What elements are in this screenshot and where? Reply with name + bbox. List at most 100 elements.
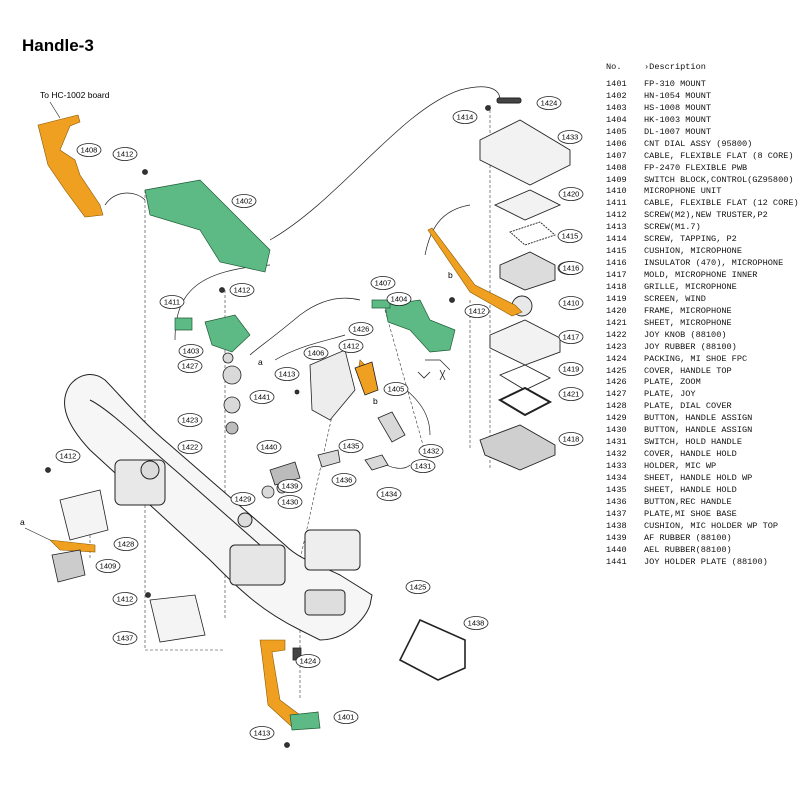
callout-1419: 1419: [558, 362, 584, 376]
callout-bubble: [177, 413, 203, 427]
part-number: 1420: [606, 305, 627, 316]
part-description: SCREEN, WIND: [644, 293, 706, 304]
part-number: 1428: [606, 401, 627, 412]
callout-label: 1438: [468, 619, 485, 628]
callout-bubble: [303, 346, 329, 360]
callout-label: 1420: [563, 190, 580, 199]
callout-1430: 1430: [277, 495, 303, 509]
callout-label: 1432: [423, 447, 440, 456]
part-description: BUTTON, HANDLE ASSIGN: [644, 413, 753, 424]
parts-list-header: No. ›Description: [606, 62, 800, 79]
callout-bubble: [558, 362, 584, 376]
part-description: JOY HOLDER PLATE (88100): [644, 556, 768, 567]
callout-1415: 1415: [557, 229, 583, 243]
board-note: To HC-1002 board: [40, 90, 110, 100]
callout-1437: 1437: [112, 631, 138, 645]
callout-bubble: [331, 473, 357, 487]
part-number: 1431: [606, 437, 627, 448]
callout-1426: 1426: [348, 322, 374, 336]
callout-bubble: [159, 295, 185, 309]
callout-1402: 1402: [231, 194, 257, 208]
callout-1418: 1418: [558, 432, 584, 446]
parts-row: 1406 CNT DIAL ASSY (95800): [606, 139, 800, 151]
part-number: 1406: [606, 138, 627, 149]
part-description: HK-1003 MOUNT: [644, 114, 712, 125]
part-description: JOY RUBBER (88100): [644, 341, 737, 352]
part-number: 1411: [606, 198, 627, 209]
part-description: BUTTON,REC HANDLE: [644, 496, 732, 507]
callout-bubble: [277, 495, 303, 509]
part-number: 1417: [606, 270, 627, 280]
callout-label: 1423: [182, 416, 199, 425]
part-description: CNT DIAL ASSY (95800): [644, 138, 753, 149]
part-description: SHEET, HANDLE HOLD: [644, 484, 737, 495]
callout-1435: 1435: [338, 439, 364, 453]
part-description: AF RUBBER (88100): [644, 532, 732, 543]
callout-bubble: [558, 432, 584, 446]
callout-1412c: 1412: [464, 304, 490, 318]
part-description: PLATE, JOY: [644, 389, 696, 400]
part-number: 1419: [606, 293, 627, 304]
callout-label: 1401: [338, 713, 355, 722]
part-number: 1437: [606, 508, 627, 519]
part-number: 1401: [606, 79, 627, 89]
callout-bubble: [463, 616, 489, 630]
callout-1412a: 1412: [112, 147, 138, 161]
part-number: 1408: [606, 162, 627, 173]
callout-1424a: 1424: [536, 96, 562, 110]
callout-bubble: [112, 147, 138, 161]
callout-bubble: [55, 449, 81, 463]
callout-1401: 1401: [333, 710, 359, 724]
part-number: 1439: [606, 532, 627, 543]
callout-bubble: [338, 439, 364, 453]
callout-1429: 1429: [230, 492, 256, 506]
part-description: CUSHION, MIC HOLDER WP TOP: [644, 520, 779, 531]
callout-bubble: [338, 339, 364, 353]
callout-label: 1409: [100, 562, 117, 571]
callout-bubble: [249, 726, 275, 740]
part-description: SHEET, HANDLE HOLD WP: [644, 472, 753, 483]
part-number: 1429: [606, 413, 627, 424]
callout-1439: 1439: [277, 479, 303, 493]
part-description: MOLD, MICROPHONE INNER: [644, 270, 758, 280]
part-number: 1409: [606, 174, 627, 185]
callout-1412e: 1412: [55, 449, 81, 463]
callout-bubble: [112, 592, 138, 606]
part-number: 1427: [606, 389, 627, 400]
part-description: PACKING, MI SHOE FPC: [644, 353, 748, 364]
parts-row: 1429 BUTTON, HANDLE ASSIGN: [606, 413, 800, 425]
part-description: GRILLE, MICROPHONE: [644, 281, 737, 292]
part-number: 1405: [606, 126, 627, 137]
part-description: HN-1054 MOUNT: [644, 90, 712, 101]
callout-bubble: [177, 440, 203, 454]
callout-label: 1410: [563, 299, 580, 308]
part-description: HS-1008 MOUNT: [644, 102, 712, 113]
marker-b-1: b: [373, 396, 378, 406]
callout-group: 1408141214021414142414331420141514161410…: [55, 96, 584, 740]
callout-1420: 1420: [558, 187, 584, 201]
callout-bubble: [370, 276, 396, 290]
part-number: 1418: [606, 281, 627, 292]
callout-label: 1427: [182, 362, 199, 371]
callout-bubble: [295, 654, 321, 668]
part-number: 1412: [606, 210, 627, 221]
guide-lines: [104, 86, 501, 469]
callout-label: 1424: [541, 99, 558, 108]
callout-label: 1408: [81, 146, 98, 155]
callout-label: 1439: [282, 482, 299, 491]
callout-label: 1402: [236, 197, 253, 206]
callout-bubble: [418, 444, 444, 458]
callout-1432: 1432: [418, 444, 444, 458]
header-no: No.: [606, 62, 622, 72]
callout-label: 1435: [343, 442, 360, 451]
callout-bubble: [558, 187, 584, 201]
